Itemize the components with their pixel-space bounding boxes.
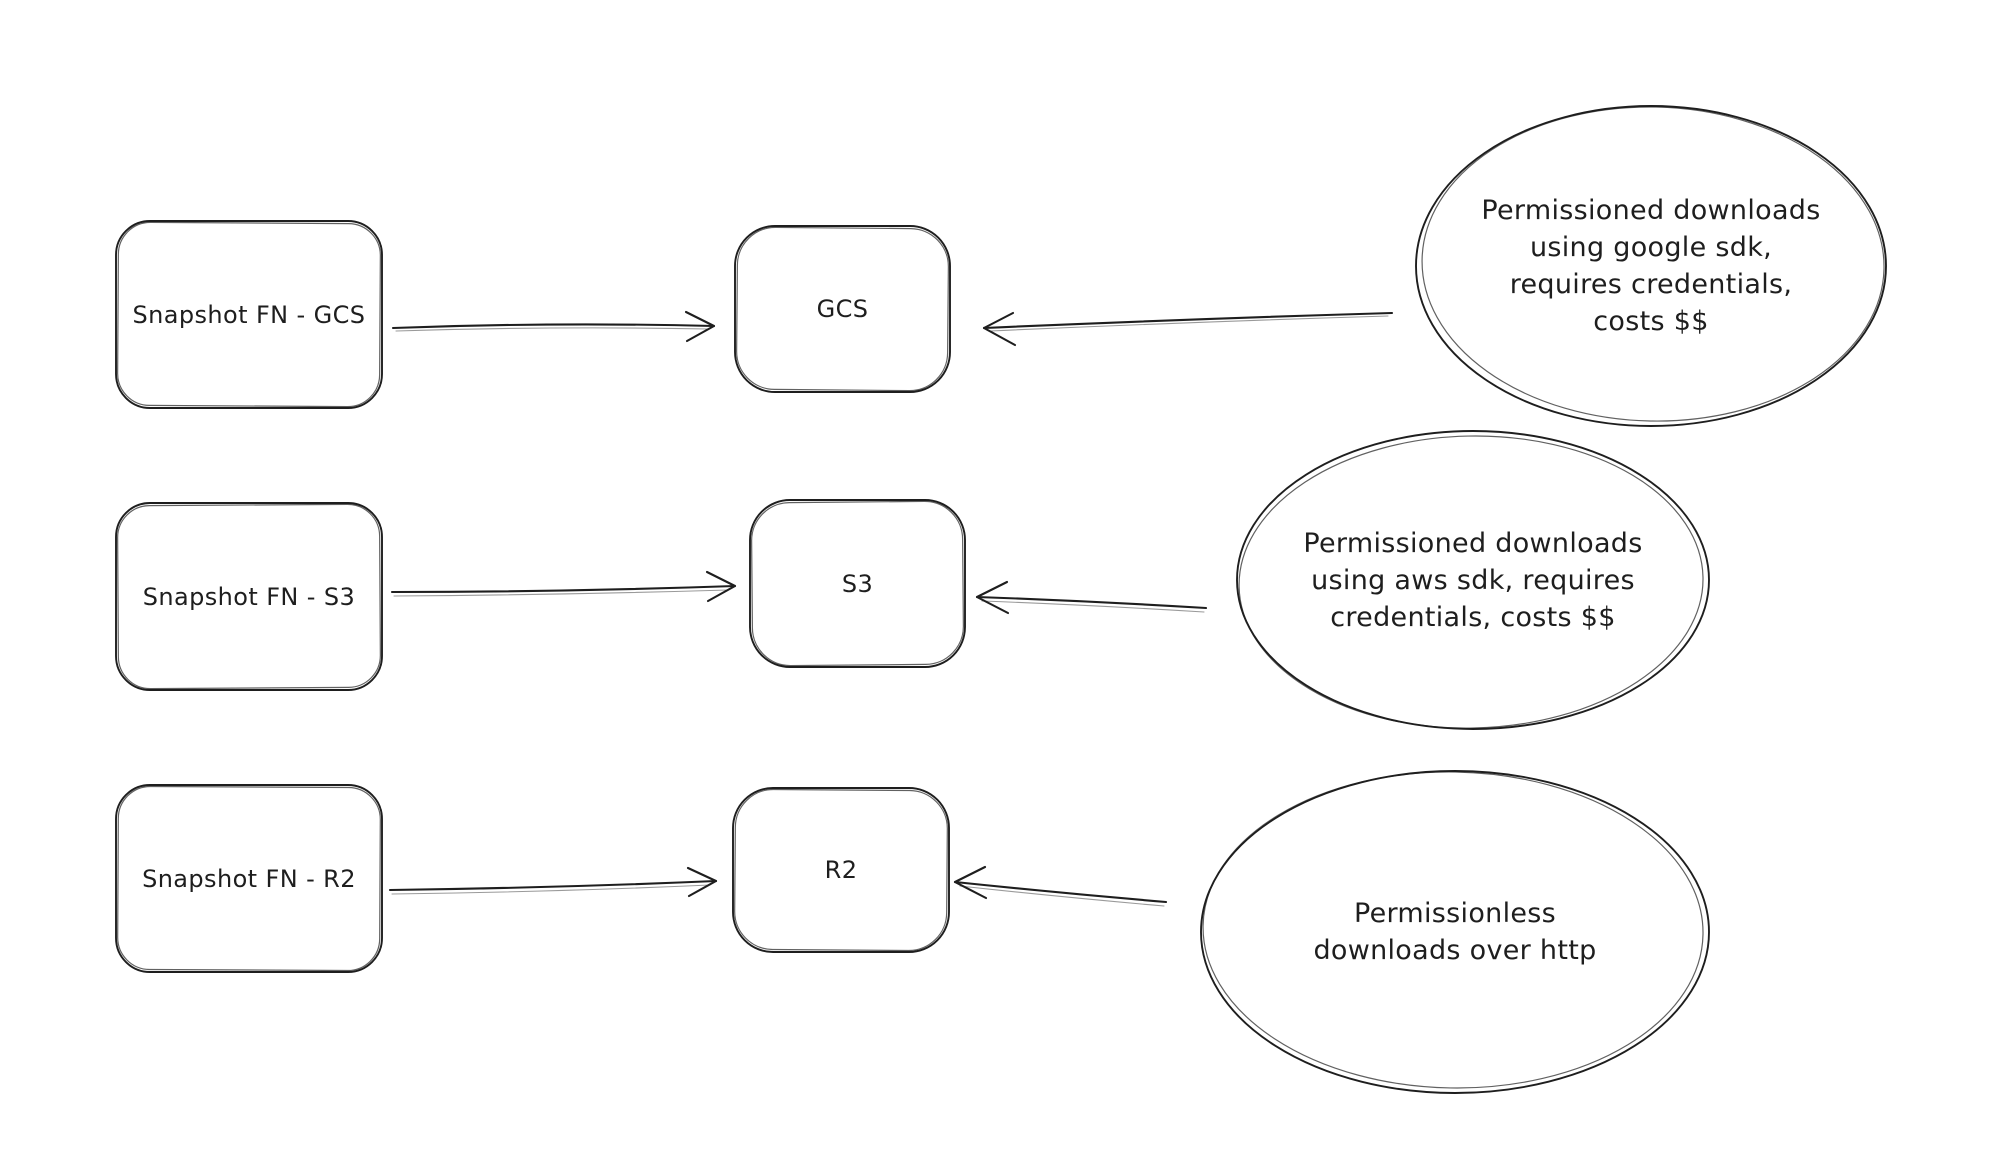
node-s3[interactable]: S3 xyxy=(747,497,968,670)
arrow-note-s3-to-s3[interactable] xyxy=(975,580,1208,615)
note-text: Permissioned downloads using google sdk,… xyxy=(1412,102,1890,430)
node-outline xyxy=(732,787,950,953)
node-label: Snapshot FN - R2 xyxy=(142,864,356,893)
node-snapshot-fn-r2[interactable]: Snapshot FN - R2 xyxy=(113,782,385,975)
note-line: costs $$ xyxy=(1593,306,1709,337)
note-text: Permissionless downloads over http xyxy=(1197,767,1713,1097)
note-line: using google sdk, xyxy=(1529,232,1773,263)
node-label: R2 xyxy=(824,856,858,884)
arrow-note-r2-to-r2[interactable] xyxy=(953,865,1168,907)
note-ellipse-s3[interactable]: Permissioned downloads using aws sdk, re… xyxy=(1233,427,1713,733)
node-label: GCS xyxy=(816,295,869,323)
node-label: Snapshot FN - S3 xyxy=(142,582,356,611)
note-line: Permissioned downloads xyxy=(1481,195,1821,226)
arrow-note-gcs-to-gcs[interactable] xyxy=(982,311,1394,347)
arrow-snapshot-s3-to-s3[interactable] xyxy=(390,570,737,603)
note-line: Permissioned downloads xyxy=(1303,527,1643,559)
note-line: requires credentials, xyxy=(1509,269,1793,300)
node-gcs[interactable]: GCS xyxy=(732,223,953,395)
node-snapshot-fn-gcs[interactable]: Snapshot FN - GCS xyxy=(113,218,385,411)
note-ellipse-gcs[interactable]: Permissioned downloads using google sdk,… xyxy=(1412,102,1890,430)
node-outline xyxy=(734,225,951,393)
node-label: S3 xyxy=(841,569,874,598)
note-line: credentials, costs $$ xyxy=(1330,601,1616,633)
arrow-snapshot-r2-to-r2[interactable] xyxy=(388,866,718,898)
node-r2[interactable]: R2 xyxy=(730,785,952,955)
note-ellipse-r2[interactable]: Permissionless downloads over http xyxy=(1197,767,1713,1097)
note-line: downloads over http xyxy=(1313,935,1597,966)
note-outline xyxy=(1415,105,1887,427)
note-line: Permissionless xyxy=(1353,898,1557,929)
note-outline xyxy=(1236,430,1710,730)
node-outline xyxy=(115,502,383,691)
note-line: using aws sdk, requires xyxy=(1311,564,1635,596)
node-label: Snapshot FN - GCS xyxy=(132,300,366,329)
arrow-snapshot-gcs-to-gcs[interactable] xyxy=(391,310,716,343)
note-text: Permissioned downloads using aws sdk, re… xyxy=(1233,427,1713,733)
node-outline xyxy=(115,784,383,973)
note-outline xyxy=(1200,770,1710,1094)
node-outline xyxy=(749,499,966,668)
node-snapshot-fn-s3[interactable]: Snapshot FN - S3 xyxy=(113,500,385,693)
node-outline xyxy=(115,220,383,409)
